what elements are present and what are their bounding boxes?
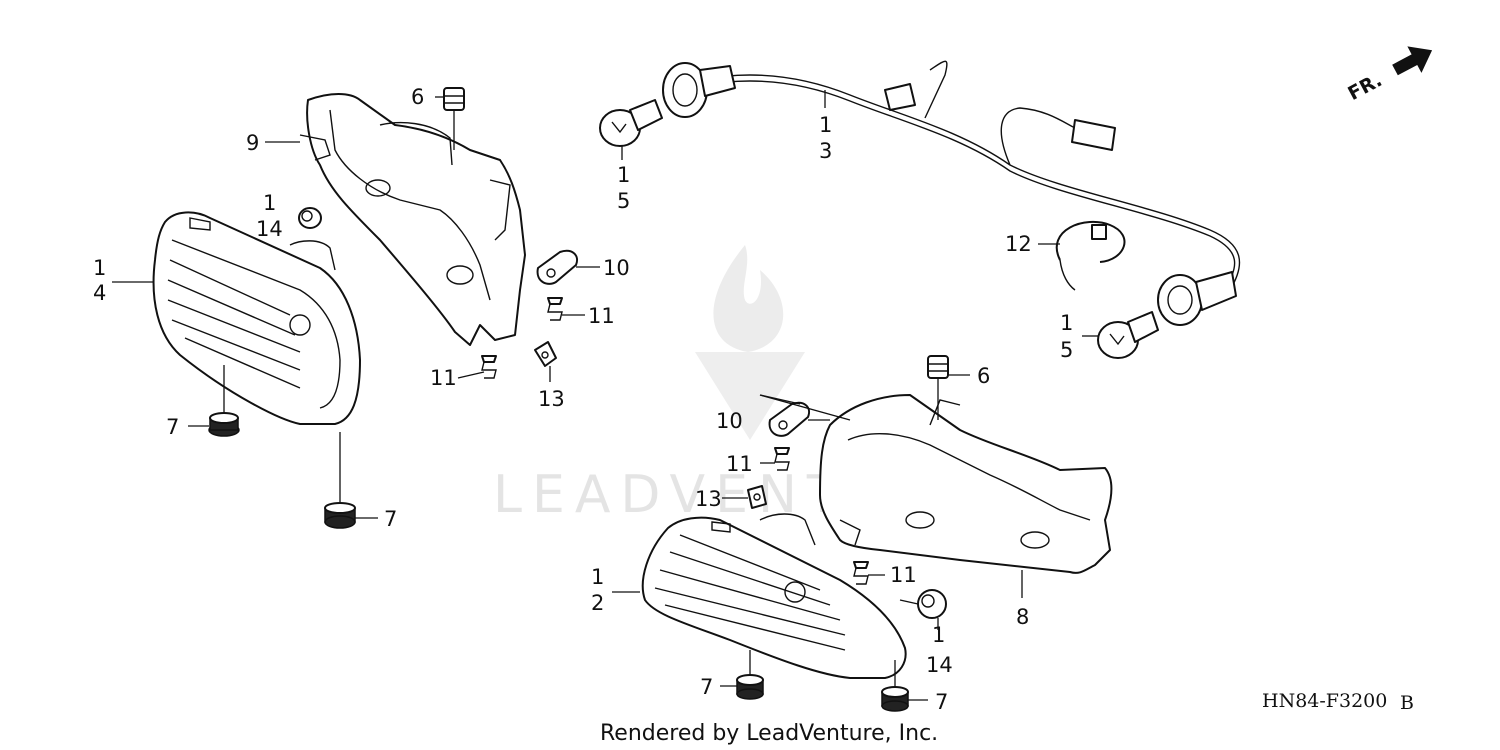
nut-13-right — [747, 485, 767, 509]
label-part-7-right-b: 7 — [935, 690, 948, 714]
screw-11-right-b — [853, 561, 869, 585]
label-part-2-top: 1 — [591, 565, 604, 589]
label-part-6-right: 6 — [977, 364, 990, 388]
callout-labels: 9 6 1 14 1 4 10 11 11 13 7 7 1 3 1 5 12 … — [93, 85, 1073, 714]
front-arrow-icon — [1392, 46, 1433, 76]
mount-7-left-a — [208, 412, 240, 437]
label-part-5-upper-bottom: 5 — [617, 189, 630, 213]
cable-band-12 — [1055, 220, 1126, 291]
label-part-10-right: 10 — [716, 409, 743, 433]
diagram-code: HN84-F3200 — [1262, 690, 1387, 712]
mount-7-right-a — [736, 674, 764, 700]
screw-11-right-a — [774, 447, 790, 471]
label-part-3-bottom: 3 — [819, 139, 832, 163]
front-direction-marker: FR. — [1344, 46, 1433, 105]
label-part-8: 8 — [1016, 605, 1029, 629]
label-part-14-right-bottom: 14 — [926, 653, 953, 677]
watermark-flame-icon — [713, 245, 784, 352]
label-part-3-top: 1 — [819, 113, 832, 137]
label-part-6-left: 6 — [411, 85, 424, 109]
render-credit: Rendered by LeadVenture, Inc. — [600, 721, 938, 746]
label-part-5-upper-top: 1 — [617, 163, 630, 187]
label-part-11-left-b: 11 — [430, 366, 457, 390]
label-part-12: 12 — [1005, 232, 1032, 256]
front-label: FR. — [1344, 69, 1385, 105]
label-part-7-left-a: 7 — [166, 415, 179, 439]
diagram-suffix: B — [1400, 692, 1414, 714]
clip-10-right — [768, 401, 810, 437]
grommet-6-left — [443, 87, 465, 150]
headlight-left — [152, 211, 361, 425]
label-part-7-left-b: 7 — [384, 507, 397, 531]
label-part-13-right: 13 — [695, 487, 722, 511]
label-part-4-bottom: 4 — [93, 281, 106, 305]
screw-11-left-a — [547, 297, 563, 321]
collar-14-right — [917, 589, 947, 619]
label-part-4-top: 1 — [93, 256, 106, 280]
leader-lines — [112, 90, 1098, 701]
headlight-bracket-left — [299, 93, 526, 346]
label-part-14-left-top: 1 — [263, 191, 276, 215]
label-part-11-right-b: 11 — [890, 563, 917, 587]
label-part-10-left: 10 — [603, 256, 630, 280]
mount-7-right-b — [881, 686, 909, 712]
label-part-14-right-top: 1 — [932, 623, 945, 647]
label-part-5-lower-bottom: 5 — [1060, 338, 1073, 362]
headlight-bracket-right — [819, 394, 1113, 574]
label-part-2-bottom: 2 — [591, 591, 604, 615]
bulb-5-upper — [599, 99, 663, 147]
label-part-9: 9 — [246, 131, 259, 155]
wire-harness — [662, 60, 1241, 326]
bulb-5-lower — [1097, 311, 1159, 359]
collar-14-left — [298, 207, 322, 229]
label-part-14-left-bottom: 14 — [256, 217, 283, 241]
mount-7-left-b — [324, 502, 356, 529]
screw-11-left-b — [481, 355, 497, 379]
grommet-6-right — [927, 355, 949, 420]
label-part-7-right-a: 7 — [700, 675, 713, 699]
watermark-v-icon — [695, 352, 805, 440]
label-part-13-left: 13 — [538, 387, 565, 411]
headlight-right — [641, 513, 907, 679]
nut-13-left — [534, 341, 557, 367]
label-part-5-lower-top: 1 — [1060, 311, 1073, 335]
label-part-11-right-a: 11 — [726, 452, 753, 476]
label-part-11-left-a: 11 — [588, 304, 615, 328]
clip-10-left — [536, 249, 578, 285]
